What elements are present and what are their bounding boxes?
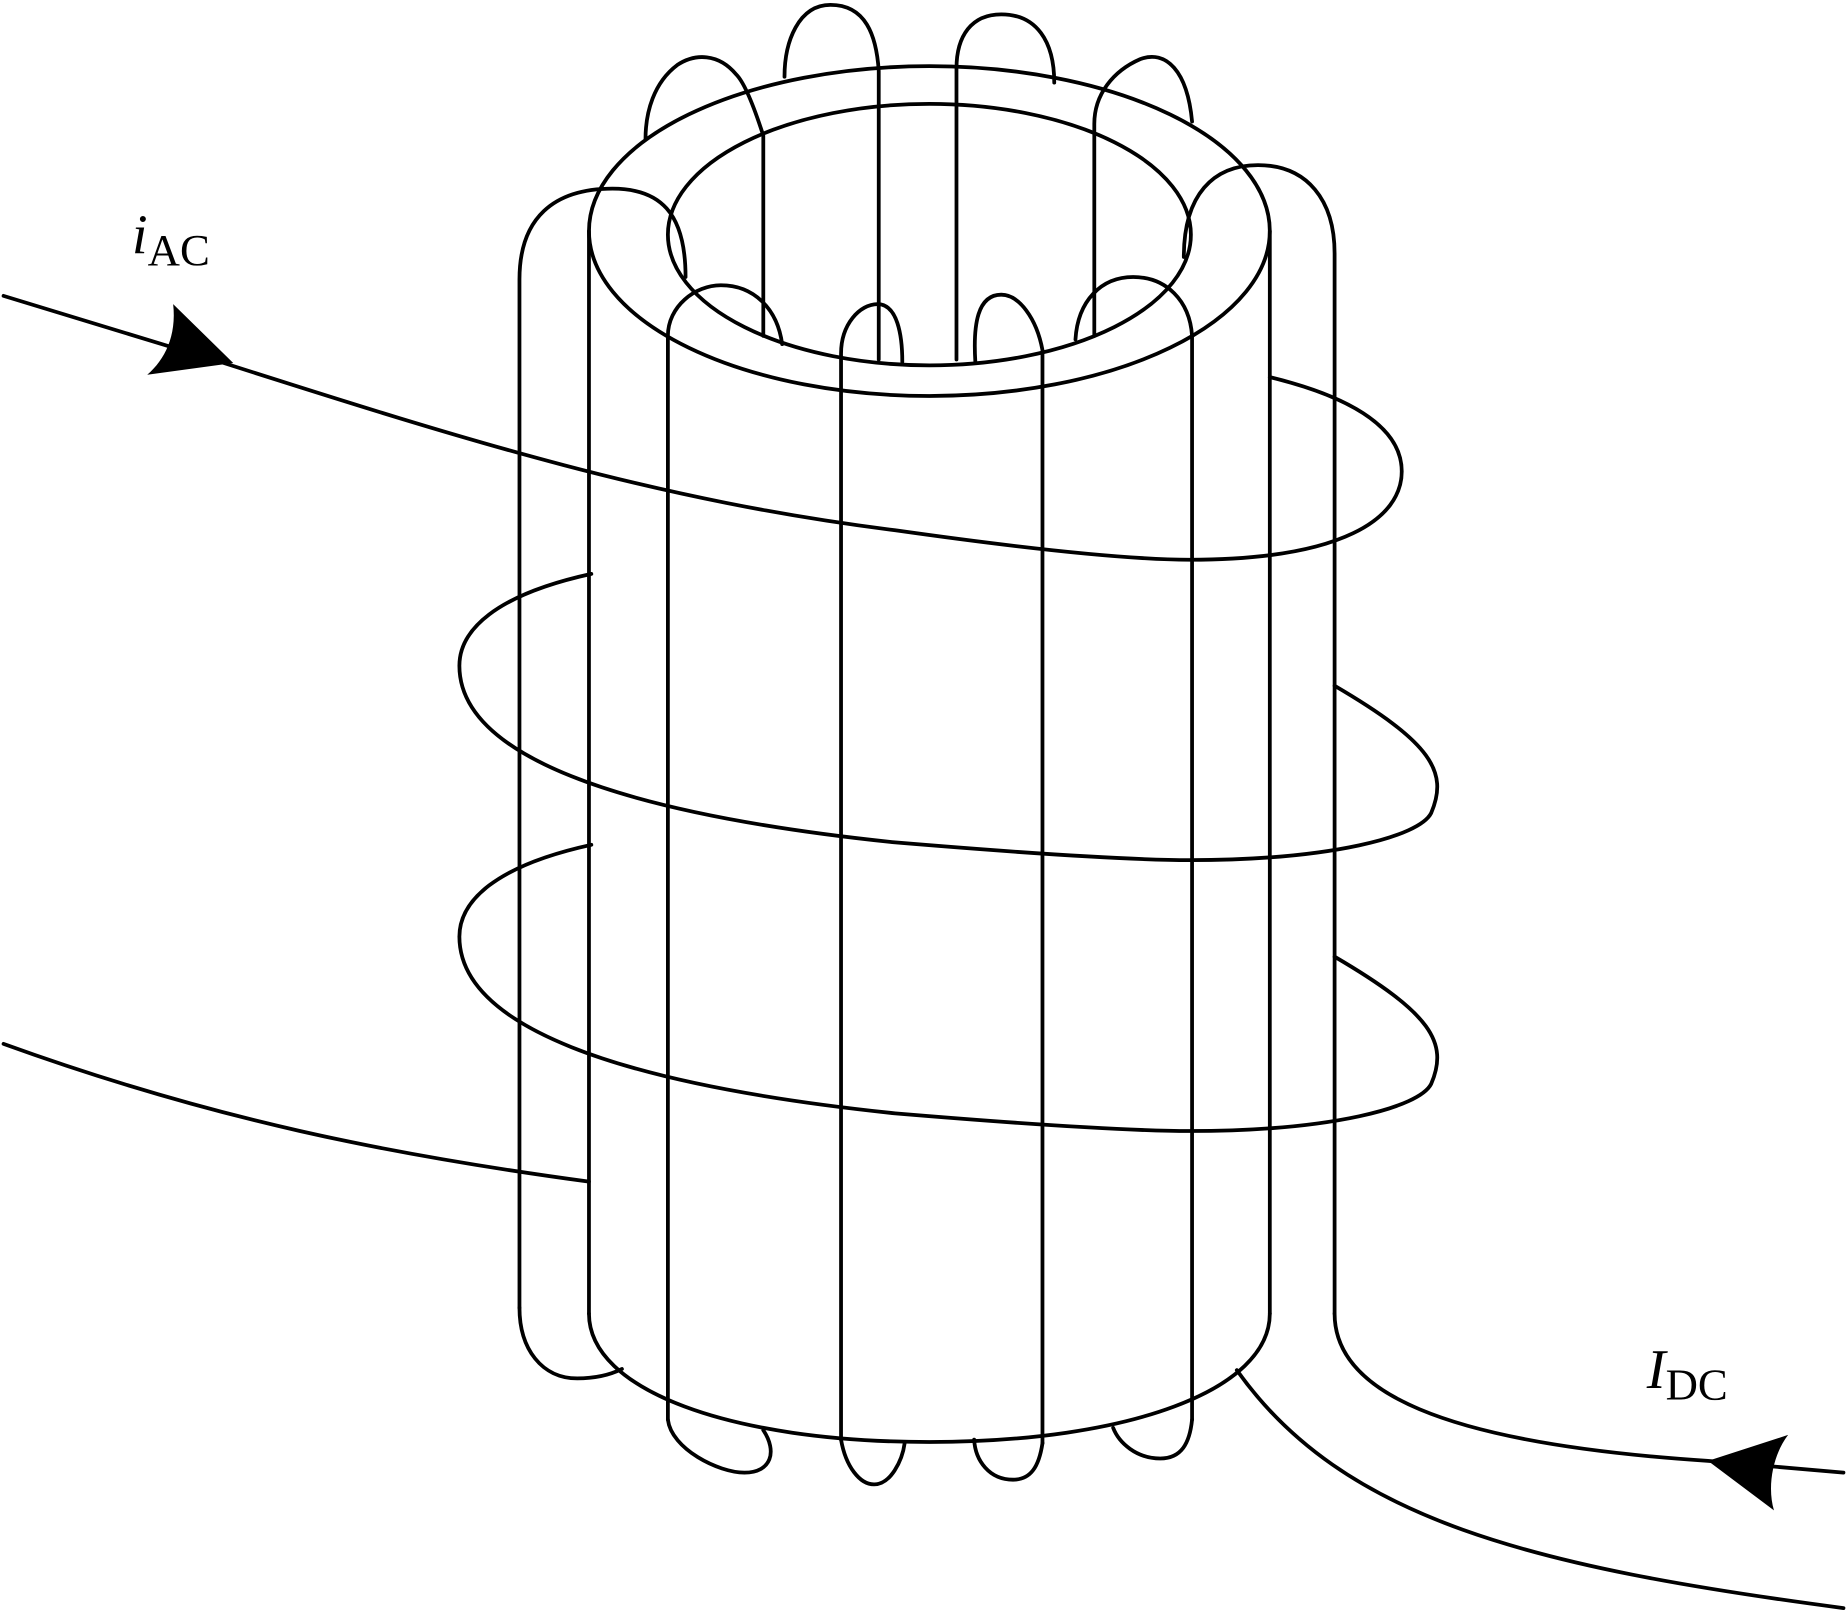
ac-turn-1: [457, 571, 1440, 862]
dc-current-label: IDC: [1646, 1339, 1728, 1410]
core-bottom-edge: [587, 1311, 1272, 1444]
dc-wire-2-bottom: [839, 1437, 907, 1487]
dc-lead-out: [1234, 1368, 1846, 1610]
ac-lead-in: [1, 293, 1404, 562]
ac-current-label: iAC: [132, 204, 210, 275]
dc-wire-4-bottom: [1111, 1417, 1194, 1461]
dc-wire-1: [666, 283, 785, 1422]
dc-wire-4: [1073, 275, 1194, 1422]
core-outer-top-edge: [587, 64, 1272, 398]
dc-wire-back-2: [782, 3, 881, 362]
dc-leads: [1234, 1311, 1846, 1610]
ac-turn-2: [457, 842, 1440, 1133]
dc-winding: [517, 3, 1337, 1487]
dc-wire-back-3: [954, 12, 1057, 362]
dc-wire-3-bottom: [972, 1437, 1045, 1482]
dc-wire-back-1: [643, 55, 766, 338]
dc-wire-1-bottom: [666, 1417, 773, 1475]
core-inner-top-edge: [666, 101, 1193, 368]
magnetic-core: [587, 64, 1272, 1444]
ac-lead-out: [1, 1041, 591, 1184]
dc-current-arrow-icon: [1708, 1434, 1789, 1511]
dc-wire-outer-left: [517, 186, 688, 1310]
dc-wire-3: [972, 292, 1045, 1446]
dc-wire-outer-left-bottom: [517, 1305, 624, 1381]
dc-wire-back-4: [1092, 55, 1194, 338]
ac-current-arrow-icon: [147, 304, 234, 375]
dc-wire-2: [839, 302, 905, 1442]
dc-wire-outer-right: [1181, 163, 1337, 1316]
dc-lead-in: [1332, 1311, 1846, 1475]
ac-winding: [1, 293, 1440, 1184]
